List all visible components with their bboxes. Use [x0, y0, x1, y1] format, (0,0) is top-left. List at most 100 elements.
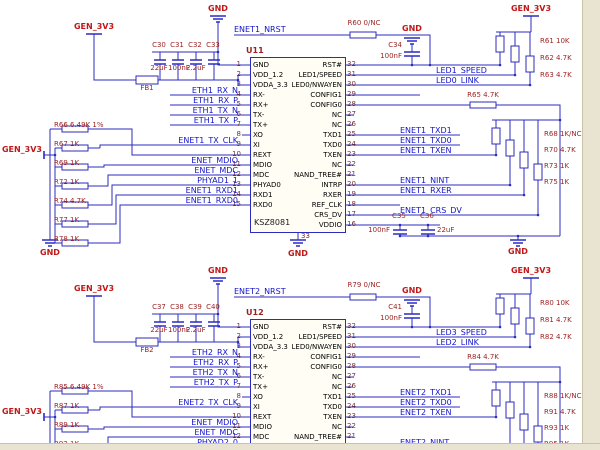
- pin-number: 30: [347, 342, 356, 350]
- pad-pin-number: 33: [301, 232, 310, 240]
- capacitor-ref: C33: [206, 41, 220, 49]
- net-label: ENET1_TXD1: [400, 126, 452, 135]
- pin-number: 11: [232, 160, 241, 168]
- pin-number: 21: [347, 170, 356, 178]
- decoupling-cap-refs: C30 C31 C32 C33: [150, 41, 222, 50]
- pin-name: LED0/NWAYEN: [291, 343, 342, 351]
- pin-number: 19: [347, 190, 356, 198]
- net-label: LED3_SPEED: [436, 328, 487, 337]
- pin-name: RX+: [253, 101, 269, 109]
- junction-dots: [53, 50, 562, 238]
- resistor-label: R74 4.7K: [54, 197, 86, 205]
- capacitor-ref: C37: [152, 303, 166, 311]
- ferrite-bead-ref: FB2: [140, 346, 154, 354]
- pin-number: 25: [347, 130, 356, 138]
- capacitor-ref: C34: [388, 41, 402, 49]
- phy-chip-body: [250, 319, 346, 450]
- pin-number: 28: [347, 362, 356, 370]
- pin-name: CONFIG0: [310, 101, 342, 109]
- ferrite-bead-body: [135, 337, 159, 347]
- pin-number: 16: [347, 220, 356, 228]
- net-label: ETH2_RX_N: [191, 348, 238, 357]
- net-label: ETH1_RX_N: [191, 86, 238, 95]
- pin-number: 3: [236, 80, 241, 88]
- capacitor-value: [204, 326, 222, 335]
- capacitor-ref: C30: [152, 41, 166, 49]
- pin-name: TX+: [253, 121, 268, 129]
- capacitor-value: 100nF: [380, 52, 402, 60]
- pin-number: 30: [347, 80, 356, 88]
- pin-number: 8: [236, 130, 241, 138]
- resistor-label: R75 1K: [544, 178, 570, 186]
- resistor-label: R73 1K: [544, 162, 570, 170]
- resistor-label: R68 1K/NC: [544, 130, 582, 138]
- resistor-label: R78 1K: [54, 235, 80, 243]
- resistor-label: R60 0/NC: [347, 19, 381, 27]
- pin-number: 17: [347, 210, 356, 218]
- pin-name: REXT: [253, 151, 272, 159]
- pin-name: LED0/NWAYEN: [291, 81, 342, 89]
- pin-number: 13: [232, 180, 241, 188]
- resistor-label: R79 0/NC: [347, 281, 381, 289]
- pin-name: GND: [253, 323, 270, 331]
- capacitor-value: 100nF: [168, 64, 190, 72]
- pin-number: 1: [236, 60, 241, 68]
- net-label: ENET1_TXD0: [400, 136, 452, 145]
- pin-number: 4: [236, 352, 241, 360]
- power-port-3v3: GEN_3V3: [1, 145, 42, 154]
- net-label: ENET_MDIO: [191, 156, 238, 165]
- capacitor-ref: C31: [170, 41, 184, 49]
- power-port-3v3: GEN_3V3: [510, 266, 552, 275]
- pin-name: GND: [253, 61, 270, 69]
- net-label: ENET1_RXD1: [185, 186, 238, 195]
- resistor-label: R63 4.7K: [540, 71, 572, 79]
- net-label: ENET2_TXEN: [400, 408, 452, 417]
- pin-number: 29: [347, 352, 356, 360]
- pin-number: 18: [347, 200, 356, 208]
- pin-name: NAND_TREE#: [293, 433, 342, 441]
- capacitor-ref: C32: [188, 41, 202, 49]
- power-port-gnd: GND: [208, 266, 228, 275]
- power-port-3v3: GEN_3V3: [73, 284, 115, 293]
- chip-designator: U12: [246, 308, 264, 317]
- pin-number: 24: [347, 402, 356, 410]
- power-port-gnd: GND: [508, 247, 528, 256]
- pin-number: 2: [236, 70, 241, 78]
- net-label: LED0_LINK: [436, 76, 479, 85]
- capacitor-value: 22uF: [150, 326, 168, 334]
- resistor-label: R87 1K: [54, 402, 80, 410]
- resistor-label: R81 4.7K: [540, 316, 572, 324]
- pin-name: PHYAD0: [253, 181, 281, 189]
- net-label: ETH2_TX_P: [193, 378, 238, 387]
- pin-name: TXD1: [323, 131, 342, 139]
- pin-number: 3: [236, 342, 241, 350]
- pin-name: REXT: [253, 413, 272, 421]
- pin-name: CRS_DV: [314, 211, 342, 219]
- resistor-label: R77 1K: [54, 216, 80, 224]
- pin-number: 26: [347, 382, 356, 390]
- resistor-label: R69 1K: [54, 159, 80, 167]
- pin-name: TXD0: [323, 403, 342, 411]
- power-port-3v3: GEN_3V3: [1, 407, 42, 416]
- pin-number: 32: [347, 60, 356, 68]
- pin-number: 27: [347, 110, 356, 118]
- net-label: ETH1_TX_P: [193, 116, 238, 125]
- net-label: ENET_MDC: [194, 166, 238, 175]
- pin-name: XI: [253, 141, 260, 149]
- net-label: ENET_MDIO: [191, 418, 238, 427]
- pin-name: TX-: [253, 111, 265, 119]
- pin-name: NC: [331, 121, 342, 129]
- capacitor-value: 22uF: [437, 226, 455, 234]
- resistor-label: R66 6.49K 1%: [54, 121, 104, 129]
- pin-number: 28: [347, 100, 356, 108]
- pin-number: 8: [236, 392, 241, 400]
- net-label: ETH2_RX_P: [193, 358, 238, 367]
- net-label: ENET1_TXEN: [400, 146, 452, 155]
- capacitor-ref: C40: [206, 303, 220, 311]
- capacitor-ref: C36: [420, 212, 434, 220]
- pin-name: RXER: [323, 191, 342, 199]
